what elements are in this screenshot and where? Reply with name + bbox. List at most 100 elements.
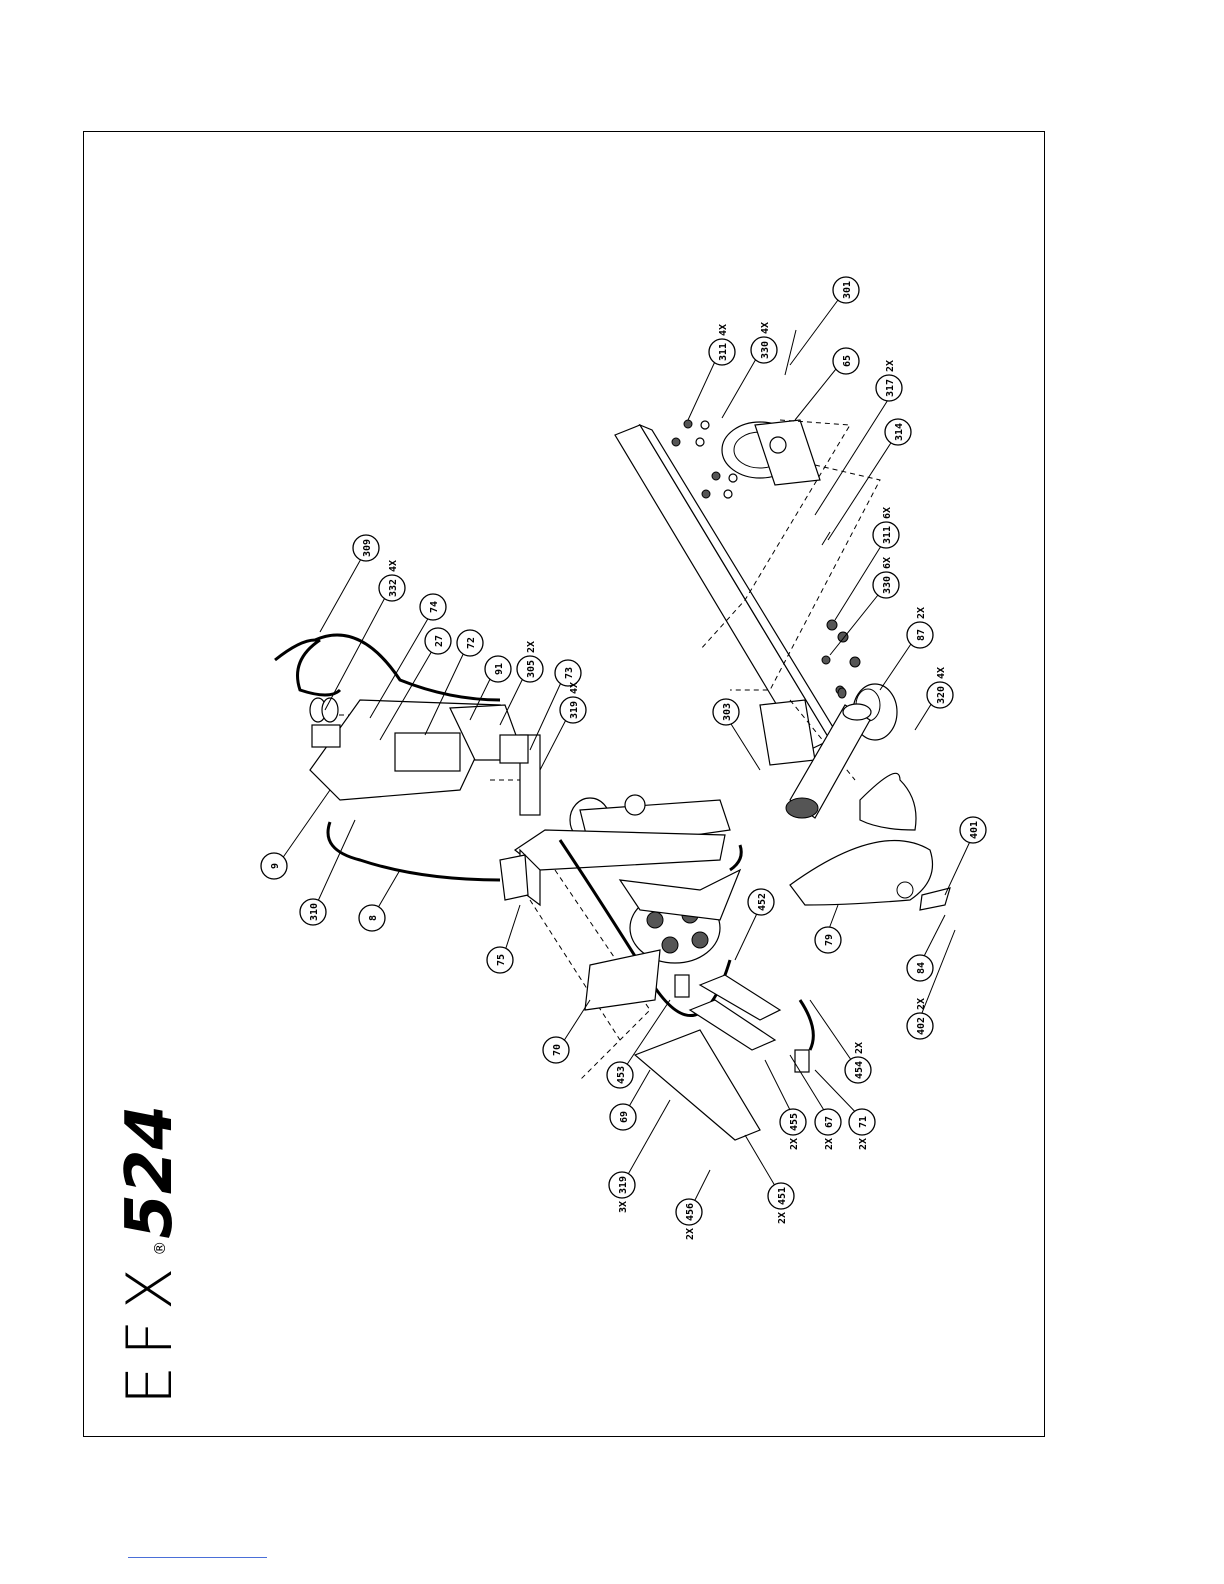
callout-quantity: 4X [718, 324, 729, 336]
callout-65: 65 [833, 348, 859, 374]
callout-number: 79 [824, 934, 835, 946]
callout-71: 71 2X [849, 1109, 875, 1150]
callout-317: 317 2X [876, 360, 902, 401]
callout-305: 305 2X [517, 641, 543, 682]
callout-79: 79 [815, 927, 841, 953]
callout-number: 305 [526, 660, 537, 678]
callout-319: 319 4X [560, 682, 586, 723]
callout-451: 451 2X [768, 1183, 794, 1224]
callout-quantity: 2X [685, 1228, 696, 1240]
callout-number: 311 [882, 526, 893, 544]
callout-455: 455 2X [780, 1109, 806, 1150]
callout-quantity: 4X [388, 560, 399, 572]
callout-quantity: 4X [569, 682, 580, 694]
drive-assembly [570, 795, 740, 963]
callout-number: 320 [936, 686, 947, 704]
callout-quantity: 2X [854, 1042, 865, 1054]
callout-91: 91 [485, 656, 511, 682]
callout-452: 452 [748, 889, 774, 915]
callout-number: 8 [368, 915, 379, 921]
callout-number: 84 [916, 962, 927, 974]
model-logo: EFX®524 [118, 1105, 182, 1405]
callout-number: 65 [842, 355, 853, 367]
callout-309: 309 [353, 535, 379, 561]
callout-number: 451 [777, 1187, 788, 1205]
callout-311: 311 4X [709, 324, 735, 365]
callout-number: 310 [309, 903, 320, 921]
callout-number: 67 [824, 1116, 835, 1128]
callout-quantity: 2X [916, 607, 927, 619]
callout-quantity: 2X [916, 998, 927, 1010]
callout-27: 27 [425, 628, 451, 654]
callout-quantity: 2X [526, 641, 537, 653]
callout-quantity: 4X [936, 667, 947, 679]
registered-mark: ® [151, 1241, 169, 1256]
callout-quantity: 3X [618, 1201, 629, 1213]
callout-number: 71 [858, 1116, 869, 1128]
callout-number: 69 [619, 1111, 630, 1123]
callout-9: 9 [261, 853, 287, 879]
callout-number: 74 [429, 601, 440, 613]
model-number: 524 [113, 1105, 187, 1239]
callout-number: 311 [718, 343, 729, 361]
electronics-tray [310, 698, 528, 800]
model-prefix: EFX [113, 1258, 186, 1405]
callout-319: 319 3X [609, 1172, 635, 1213]
callout-311: 311 6X [873, 507, 899, 548]
callout-70: 70 [543, 1037, 569, 1063]
callout-number: 70 [552, 1044, 563, 1056]
callout-quantity: 2X [885, 360, 896, 372]
callout-402: 402 2X [907, 998, 933, 1039]
callout-quantity: 2X [789, 1138, 800, 1150]
callout-number: 91 [494, 663, 505, 675]
callout-number: 309 [362, 539, 373, 557]
callout-67: 67 2X [815, 1109, 841, 1150]
callout-number: 9 [270, 863, 281, 869]
callout-303: 303 [713, 699, 739, 725]
callout-401: 401 [960, 817, 986, 843]
callout-84: 84 [907, 955, 933, 981]
callout-quantity: 2X [777, 1212, 788, 1224]
callout-75: 75 [487, 947, 513, 973]
callout-330: 330 4X [751, 322, 777, 363]
callout-number: 319 [618, 1176, 629, 1194]
callout-69: 69 [610, 1104, 636, 1130]
callout-456: 456 2X [676, 1199, 702, 1240]
callout-quantity: 2X [858, 1138, 869, 1150]
callout-quantity: 6X [882, 507, 893, 519]
callout-number: 456 [685, 1203, 696, 1221]
callout-number: 452 [757, 893, 768, 911]
callout-number: 301 [842, 281, 853, 299]
callout-330: 330 6X [873, 557, 899, 598]
callout-72: 72 [457, 630, 483, 656]
callout-332: 332 4X [379, 560, 405, 601]
callout-number: 401 [969, 821, 980, 839]
callout-301: 301 [833, 277, 859, 303]
callout-number: 73 [564, 667, 575, 679]
callout-number: 314 [894, 423, 905, 441]
callout-number: 319 [569, 701, 580, 719]
callout-number: 402 [916, 1017, 927, 1035]
pulley-assembly [722, 420, 820, 485]
callout-quantity: 6X [882, 557, 893, 569]
footer-link-underline[interactable] [128, 1557, 267, 1558]
callout-quantity: 2X [824, 1138, 835, 1150]
callout-number: 330 [882, 576, 893, 594]
callout-number: 330 [760, 341, 771, 359]
callout-320: 320 4X [927, 667, 953, 708]
callout-number: 455 [789, 1113, 800, 1131]
callout-quantity: 4X [760, 322, 771, 334]
callout-number: 72 [466, 637, 477, 649]
callout-number: 27 [434, 635, 445, 647]
callout-number: 317 [885, 379, 896, 397]
callout-314: 314 [885, 419, 911, 445]
callout-number: 332 [388, 579, 399, 597]
callout-number: 303 [722, 703, 733, 721]
callout-number: 75 [496, 954, 507, 966]
callout-87: 87 2X [907, 607, 933, 648]
callout-74: 74 [420, 594, 446, 620]
callout-310: 310 [300, 899, 326, 925]
callout-number: 87 [916, 629, 927, 641]
callout-number: 453 [616, 1066, 627, 1084]
